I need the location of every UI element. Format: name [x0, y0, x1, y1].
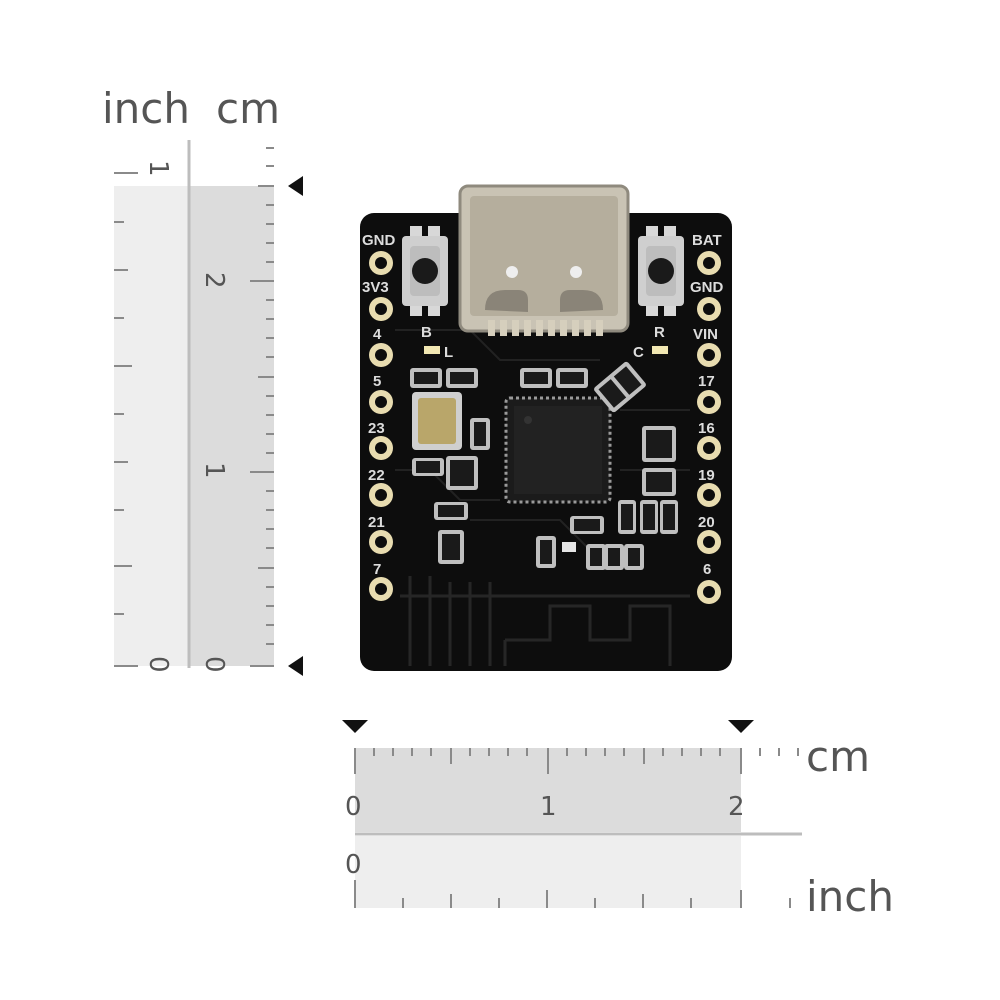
crystal: [412, 392, 462, 450]
silk-label-r: R: [654, 324, 665, 341]
horizontal-cm-label-2: 2: [728, 792, 745, 822]
vertical-inch-label-1: 1: [143, 160, 173, 177]
horizontal-inch-ticks: [354, 880, 791, 908]
horizontal-marker-left: [342, 720, 368, 733]
pin-label-right-gnd: GND: [690, 279, 724, 296]
vertical-marker-bottom: [288, 656, 303, 676]
vertical-ruler: 1 0 2 1 0: [114, 140, 303, 676]
pin-label-right-vin: VIN: [693, 326, 718, 343]
unit-label-cm-top: cm: [216, 84, 281, 133]
pin-label-left-5: 5: [373, 373, 381, 390]
usb-c-connector: [458, 184, 630, 336]
button-boot: [402, 226, 448, 316]
vertical-cm-label-1: 1: [199, 462, 229, 479]
pin-label-left-gnd: GND: [362, 232, 396, 249]
silk-label-b: B: [421, 324, 432, 341]
left-pin-header: GND 3V3 4 5 23 22 21 7: [362, 232, 396, 601]
right-pin-header: BAT GND VIN 17 16 19 20 6: [690, 232, 724, 604]
vertical-marker-top: [288, 176, 303, 196]
smd-components: [410, 346, 678, 570]
vertical-cm-ticks: [250, 147, 274, 667]
pin-label-right-20: 20: [698, 514, 715, 531]
silk-label-l: L: [444, 344, 453, 361]
led-right: [652, 346, 668, 354]
pin-label-left-23: 23: [368, 420, 385, 437]
unit-label-inch-bottom: inch: [806, 872, 894, 921]
horizontal-inch-label-0: 0: [345, 850, 362, 880]
pin-label-left-4: 4: [373, 326, 382, 343]
unit-label-cm-bottom: cm: [806, 732, 871, 781]
horizontal-ruler: 0 1 2 0: [342, 720, 802, 908]
horizontal-cm-label-0: 0: [345, 792, 362, 822]
pin-label-left-21: 21: [368, 514, 385, 531]
pin-label-left-3v3: 3V3: [362, 279, 389, 296]
pin-label-right-17: 17: [698, 373, 715, 390]
vertical-cm-band: [190, 186, 274, 666]
pin-label-right-19: 19: [698, 467, 715, 484]
main-chip: [504, 396, 612, 504]
antenna-traces: [400, 576, 690, 666]
pcb-board: B R L C GND 3V3 4 5 23 22 21 7: [360, 184, 732, 671]
vertical-cm-label-0: 0: [199, 656, 229, 673]
horizontal-marker-right: [728, 720, 754, 733]
vertical-inch-ticks: [114, 172, 138, 667]
pin-label-right-6: 6: [703, 561, 711, 578]
silk-label-c: C: [633, 344, 644, 361]
horizontal-cm-ticks: [354, 748, 799, 774]
vertical-inch-band: [114, 186, 188, 666]
button-reset: [638, 226, 684, 316]
horizontal-cm-label-1: 1: [540, 792, 557, 822]
pin-label-right-bat: BAT: [692, 232, 722, 249]
led-left: [424, 346, 440, 354]
vertical-cm-label-2: 2: [199, 272, 229, 289]
unit-label-inch-top: inch: [102, 84, 190, 133]
pin-label-left-22: 22: [368, 467, 385, 484]
vertical-inch-label-0: 0: [143, 656, 173, 673]
pin-label-left-7: 7: [373, 561, 381, 578]
pin-label-right-16: 16: [698, 420, 715, 437]
